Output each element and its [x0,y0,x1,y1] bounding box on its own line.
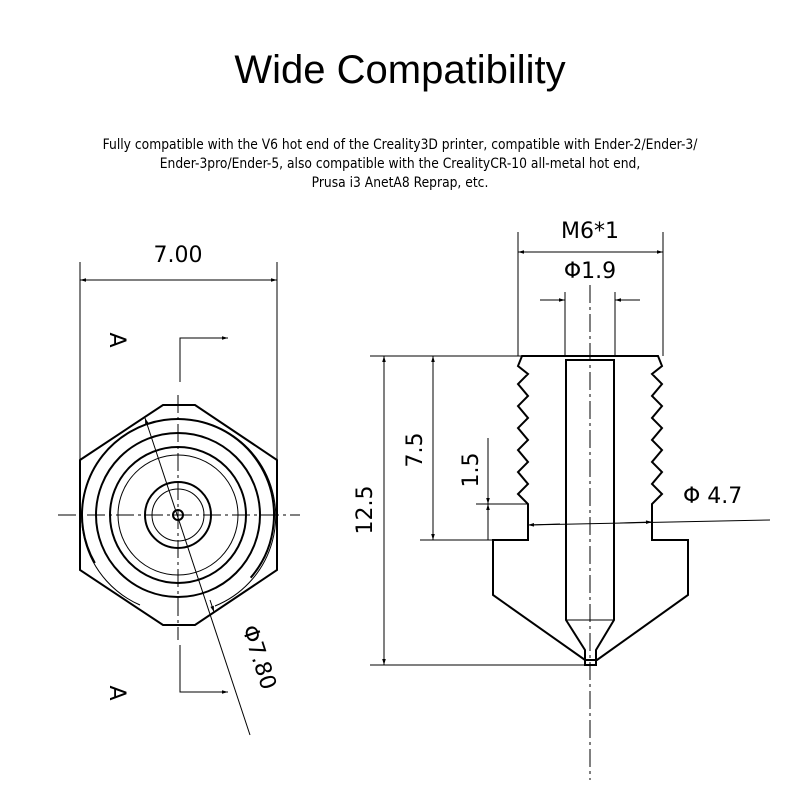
diameter-leader [144,417,251,736]
width-label: 7.00 [154,243,203,268]
description-line: Prusa i3 AnetA8 Reprap, etc. [311,175,489,191]
bore [565,359,615,666]
description-line: Fully compatible with the V6 hot end of … [102,137,698,153]
total-length-label: 12.5 [353,486,378,535]
section-view: M6*1 Φ1.9 12.5 7.5 1.5 Φ 4.7 [353,219,771,780]
section-mark-top: A [104,332,129,347]
hex-outline [79,404,278,626]
thread-label: M6*1 [561,219,619,244]
section-mark-bottom: A [104,685,129,700]
outer-diameter-label: Φ7.80 [236,622,280,693]
description-line: Ender-3pro/Ender-5, also compatible with… [159,156,641,172]
front-view: 7.00 A A Φ7.80 [58,243,300,736]
neck-length-label: 1.5 [459,453,484,488]
thread-length-label: 7.5 [403,433,428,468]
page-title: Wide Compatibility [234,48,566,92]
description: Fully compatible with the V6 hot end of … [83,136,717,193]
bore-diameter-label: Φ1.9 [564,259,616,284]
neck-diameter-label: Φ 4.7 [683,484,742,509]
